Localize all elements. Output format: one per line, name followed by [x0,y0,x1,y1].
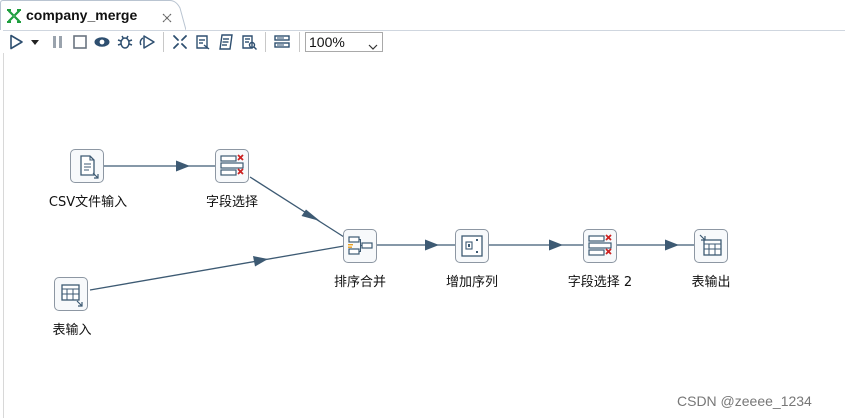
debug-icon[interactable] [116,33,134,51]
run-icon[interactable] [7,33,25,51]
close-icon[interactable] [161,9,173,23]
step-table-input[interactable] [54,277,88,311]
tab-company-merge[interactable]: company_merge [0,0,186,30]
step-label: 增加序列 [445,275,499,290]
transformation-toolbar: 100% [3,30,845,53]
step-add-sequence[interactable] [455,229,489,263]
show-results-icon[interactable] [273,33,291,51]
watermark: CSDN @zeeee_1234 [677,393,812,409]
select-values-icon [220,154,244,176]
toolbar-separator [265,32,266,52]
hops-layer [89,160,694,291]
tab-shape [0,0,186,30]
pause-icon[interactable] [49,33,67,51]
hop-arrow-icon [665,239,679,251]
zoom-value: 100% [309,34,345,50]
step-csv-input[interactable] [70,149,104,183]
hop-line[interactable] [89,245,345,291]
hop-arrow-icon [301,209,320,221]
step-label: 排序合并 [333,275,387,290]
zoom-select[interactable]: 100% [305,32,383,52]
step-label: 表输入 [52,323,92,338]
stop-icon[interactable] [71,33,89,51]
toolbar-separator [299,32,300,52]
hop-arrow-icon [176,160,190,172]
hop-arrow-icon [253,256,268,267]
step-table-output[interactable] [694,229,728,263]
table-output-icon [699,234,722,256]
step-select-values-1[interactable] [215,149,249,183]
toolbar-separator [163,32,164,52]
run-options-chevron-icon[interactable] [29,33,41,51]
editor-tab-strip: company_merge [0,0,845,30]
sql-icon[interactable] [217,33,235,51]
step-label: 表输出 [691,275,731,290]
transformation-icon [6,8,22,24]
hop-arrow-icon [425,239,439,251]
step-label: 字段选择 [205,195,259,210]
chevron-down-icon [368,37,378,50]
add-sequence-icon [461,235,483,257]
table-input-icon [61,284,83,307]
verify-icon[interactable] [171,33,189,51]
step-label: CSV文件输入 [48,195,128,210]
preview-icon[interactable] [93,33,111,51]
step-label: 字段选择 2 [567,275,633,290]
explore-database-icon[interactable] [240,33,258,51]
impact-analysis-icon[interactable] [194,33,212,51]
sorted-merge-icon [348,236,373,255]
step-sorted-merge[interactable] [343,229,377,263]
tab-title: company_merge [26,7,138,23]
transformation-canvas[interactable]: CSV文件输入 字段选择 表输入 排序合并 [3,53,845,418]
replay-icon[interactable] [139,33,157,51]
hop-line[interactable] [249,176,345,238]
select-values-icon [588,234,612,256]
hop-arrow-icon [549,239,563,251]
csv-file-input-icon [80,155,99,179]
step-select-values-2[interactable] [583,229,617,263]
